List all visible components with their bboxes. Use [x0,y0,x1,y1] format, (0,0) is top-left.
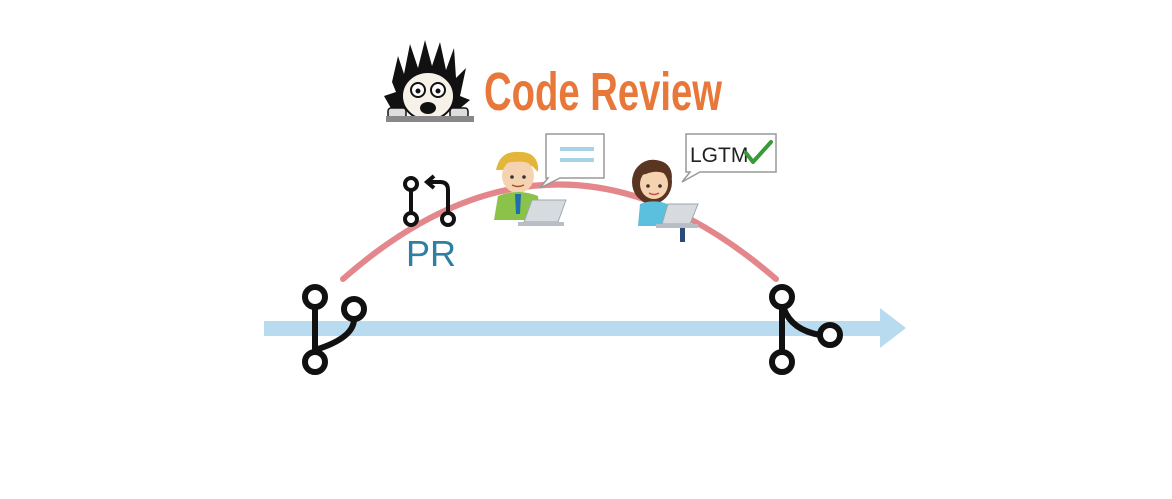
page-title: Code Review [484,62,723,122]
git-pull-request-icon [403,174,456,227]
pr-label: PR [406,233,456,274]
git-branch-icon [302,284,367,375]
lgtm-label: LGTM [690,144,748,167]
reviewer-woman-icon [632,159,699,242]
shocked-face-icon [384,40,474,122]
check-icon [744,140,773,164]
feature-branch-arc [340,181,779,282]
speech-bubble-icon [539,133,605,189]
main-branch-arrow [264,308,906,348]
approval-bubble [681,133,777,183]
reviewer-man-icon [494,151,567,226]
git-merge-icon [769,284,843,375]
